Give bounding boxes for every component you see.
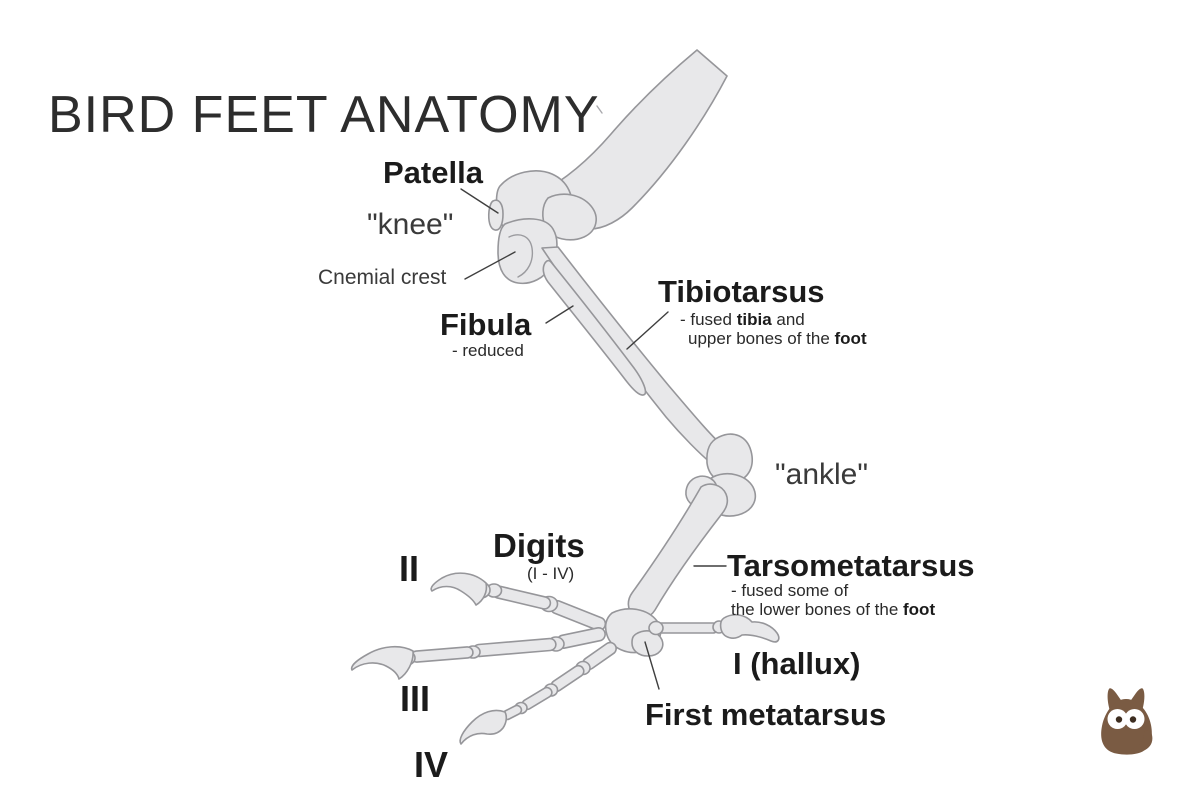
digit-ii-bones <box>430 572 607 632</box>
label-ankle: "ankle" <box>775 458 869 491</box>
patella-bone <box>487 199 504 231</box>
label-tibiotarsus: Tibiotarsus <box>658 274 825 309</box>
digit-iv-bones <box>459 641 617 745</box>
label-patella: Patella <box>383 155 483 190</box>
hallux-knob-1 <box>648 620 664 636</box>
tibiotarsus-note-line-2: upper bones of the foot <box>688 329 867 348</box>
digit-iii-phalanx-3 <box>410 646 474 663</box>
label-cnemial-crest: Cnemial crest <box>318 266 447 289</box>
cnemial-crest-inner-line <box>508 234 534 278</box>
label-tibiotarsus-note: - fused tibia and upper bones of the foo… <box>680 310 867 348</box>
digit-iii-claw <box>350 645 414 680</box>
fibula-bone <box>542 259 647 396</box>
label-digit-ii: II <box>399 548 420 589</box>
tarsometatarsus-bone <box>627 483 729 619</box>
cat-pupil-left <box>1115 716 1123 723</box>
tarsometatarsus-note-line-2: the lower bones of the foot <box>731 600 936 619</box>
leader-line-cnemial-crest <box>464 251 516 280</box>
tibiotarsus-note-line-1: - fused tibia and <box>680 310 805 329</box>
femur-condyle-posterior <box>542 193 597 241</box>
digit-iii-bones <box>350 627 606 680</box>
hallux-claw <box>719 613 780 643</box>
label-digit-i-hallux: I (hallux) <box>733 646 861 681</box>
label-tarsometatarsus: Tarsometatarsus <box>727 548 975 583</box>
label-knee: "knee" <box>367 208 454 241</box>
label-digits-range: (I - IV) <box>527 564 575 583</box>
sketch-speck <box>596 105 603 114</box>
leader-line-tibiotarsus <box>626 311 669 350</box>
leader-line-first-metatarsus <box>644 641 660 690</box>
cat-pupil-right <box>1129 716 1137 723</box>
tarsometatarsus-note-line-1: - fused some of <box>731 581 849 600</box>
leader-line-fibula <box>545 305 574 324</box>
digit-iii-phalanx-2 <box>472 637 557 658</box>
label-tarsometatarsus-note: - fused some of the lower bones of the f… <box>731 581 935 619</box>
label-first-metatarsus: First metatarsus <box>645 697 887 732</box>
digit-iv-claw <box>459 709 508 745</box>
leader-line-patella <box>460 188 499 214</box>
label-digit-iii: III <box>400 678 431 719</box>
digit-i-hallux-bones <box>648 613 780 643</box>
label-digits: Digits <box>493 527 585 564</box>
label-fibula-note: - reduced <box>452 341 524 360</box>
cat-mascot-icon <box>1101 688 1153 755</box>
cat-tail <box>1131 730 1153 753</box>
label-digit-iv: IV <box>414 744 449 785</box>
label-fibula: Fibula <box>440 307 532 342</box>
page-title: BIRD FEET ANATOMY <box>48 85 600 144</box>
digit-ii-claw <box>430 572 488 606</box>
